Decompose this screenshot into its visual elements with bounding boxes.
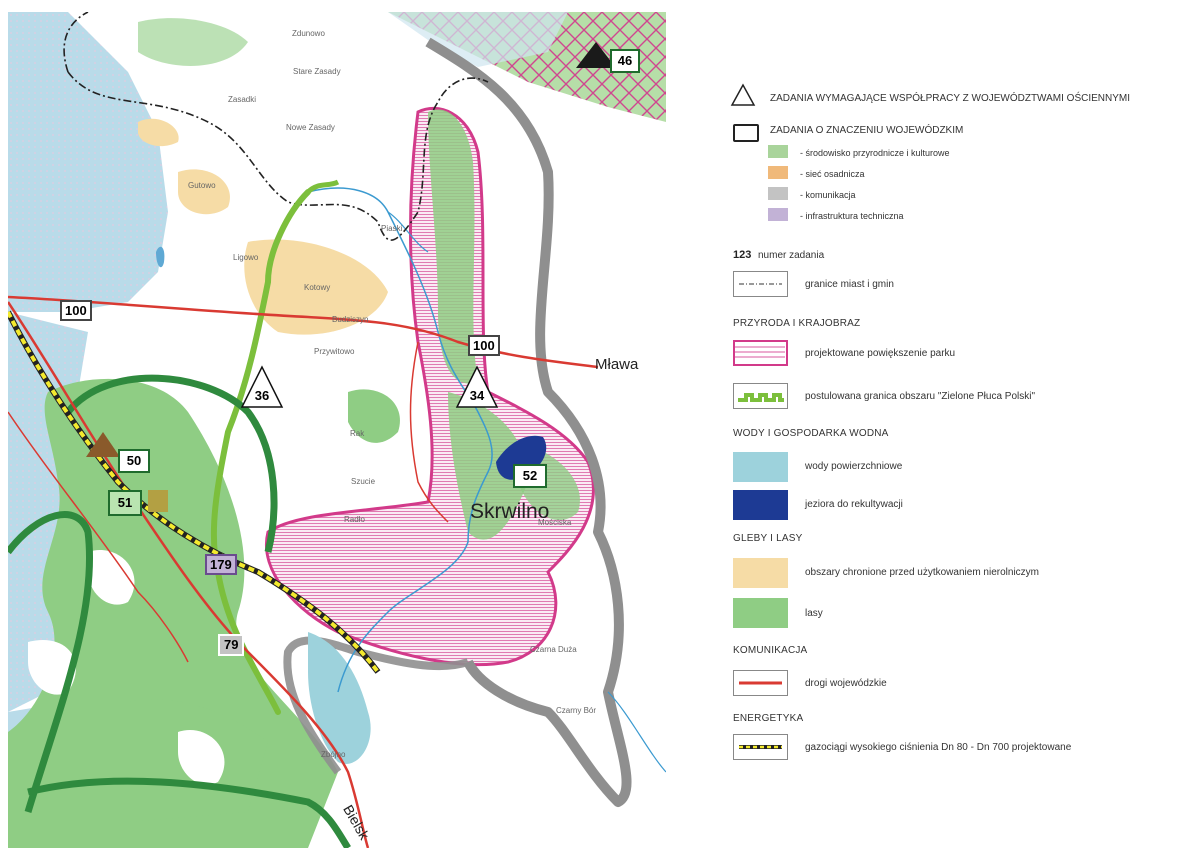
legend-park-box bbox=[733, 340, 788, 366]
legend-section-energy: ENERGETYKA bbox=[733, 713, 804, 724]
task-label-51: 51 bbox=[108, 490, 142, 516]
legend-cat-label: - infrastruktura techniczna bbox=[800, 211, 904, 221]
legend-boundary-box bbox=[733, 271, 788, 297]
task-label-50: 50 bbox=[118, 449, 150, 473]
legend-triangle-icon bbox=[730, 83, 756, 106]
legend-section-transport: KOMUNIKACJA bbox=[733, 645, 808, 656]
legend-road-label: drogi wojewódzkie bbox=[805, 678, 887, 689]
village-label: Radło bbox=[344, 515, 365, 524]
village-label: Nowe Zasady bbox=[286, 123, 335, 132]
task-triangle-46 bbox=[576, 42, 616, 68]
village-label: Zbójno bbox=[321, 750, 346, 759]
legend-section-water: WODY I GOSPODARKA WODNA bbox=[733, 428, 889, 439]
village-label: Czarna Duża bbox=[530, 645, 577, 654]
legend-swatch-transport bbox=[768, 187, 788, 200]
legend-gas-label: gazociągi wysokiego ciśnienia Dn 80 - Dn… bbox=[805, 742, 1072, 753]
legend-lake-swatch bbox=[733, 490, 788, 520]
legend-protected-label: obszary chronione przed użytkowaniem nie… bbox=[805, 567, 1039, 578]
legend-boundary-label: granice miast i gmin bbox=[805, 279, 894, 290]
legend-cat-label: - komunikacja bbox=[800, 190, 856, 200]
legend-water-swatch bbox=[733, 452, 788, 482]
legend-triangle-label: ZADANIA WYMAGAJĄCE WSPÓŁPRACY Z WOJEWÓDZ… bbox=[770, 93, 1131, 104]
legend-green-lungs-label: postulowana granica obszaru "Zielone Płu… bbox=[805, 391, 1036, 402]
road-label-100-west: 100 bbox=[60, 300, 92, 321]
road-label-179: 179 bbox=[205, 554, 237, 575]
legend-water-label: wody powierzchniowe bbox=[805, 461, 903, 472]
road-label-100-east: 100 bbox=[468, 335, 500, 356]
legend-swatch-settlement bbox=[768, 166, 788, 179]
road-label-79: 79 bbox=[218, 634, 245, 656]
legend-lake-label: jeziora do rekultywacji bbox=[805, 499, 903, 510]
legend-swatch-nature bbox=[768, 145, 788, 158]
legend-gas-box bbox=[733, 734, 788, 760]
place-label-skrwilno: Skrwilno bbox=[470, 500, 550, 523]
village-label: Zasadki bbox=[228, 95, 257, 104]
legend-number-sample: 123 bbox=[733, 249, 752, 261]
village-label: Zdunowo bbox=[292, 29, 325, 38]
legend-section-soil: GLEBY I LASY bbox=[733, 533, 803, 544]
place-label-mlawa: Mława bbox=[595, 356, 639, 373]
legend-number-label: numer zadania bbox=[758, 250, 825, 261]
village-label: Rak bbox=[350, 429, 365, 438]
legend-swatch-infra bbox=[768, 208, 788, 221]
legend-section-nature: PRZYRODA I KRAJOBRAZ bbox=[733, 318, 861, 329]
legend-park-label: projektowane powiększenie parku bbox=[805, 348, 956, 359]
village-label: Szucie bbox=[351, 477, 376, 486]
legend-road-box bbox=[733, 670, 788, 696]
village-label: Czarny Bór bbox=[556, 706, 597, 715]
village-label: Ligowo bbox=[233, 253, 259, 262]
village-label: Kotowy bbox=[304, 283, 331, 292]
legend-green-lungs-box bbox=[733, 383, 788, 409]
village-label: Przywitowo bbox=[314, 347, 355, 356]
task-label-34: 34 bbox=[469, 388, 485, 403]
village-label: Gutowo bbox=[188, 181, 216, 190]
legend-square-label: ZADANIA O ZNACZENIU WOJEWÓDZKIM bbox=[770, 125, 964, 136]
task-label-52: 52 bbox=[513, 464, 547, 488]
legend-cat-label: - sieć osadnicza bbox=[800, 169, 865, 179]
legend-forest-label: lasy bbox=[805, 608, 823, 619]
legend-cat-label: - środowisko przyrodnicze i kulturowe bbox=[800, 148, 950, 158]
village-label: Mościska bbox=[538, 518, 572, 527]
legend-protected-swatch bbox=[733, 558, 788, 588]
legend-square-icon bbox=[733, 124, 759, 142]
task-label-46: 46 bbox=[610, 49, 640, 73]
task-label-36: 36 bbox=[254, 388, 270, 403]
village-label: Stare Zasady bbox=[293, 67, 341, 76]
village-label: Piaski bbox=[381, 224, 403, 233]
village-label: Budziszyn bbox=[332, 315, 369, 324]
legend-forest-swatch bbox=[733, 598, 788, 628]
map-panel[interactable]: 46 50 51 52 36 34 100 100 79 179 Mława S… bbox=[8, 12, 666, 848]
